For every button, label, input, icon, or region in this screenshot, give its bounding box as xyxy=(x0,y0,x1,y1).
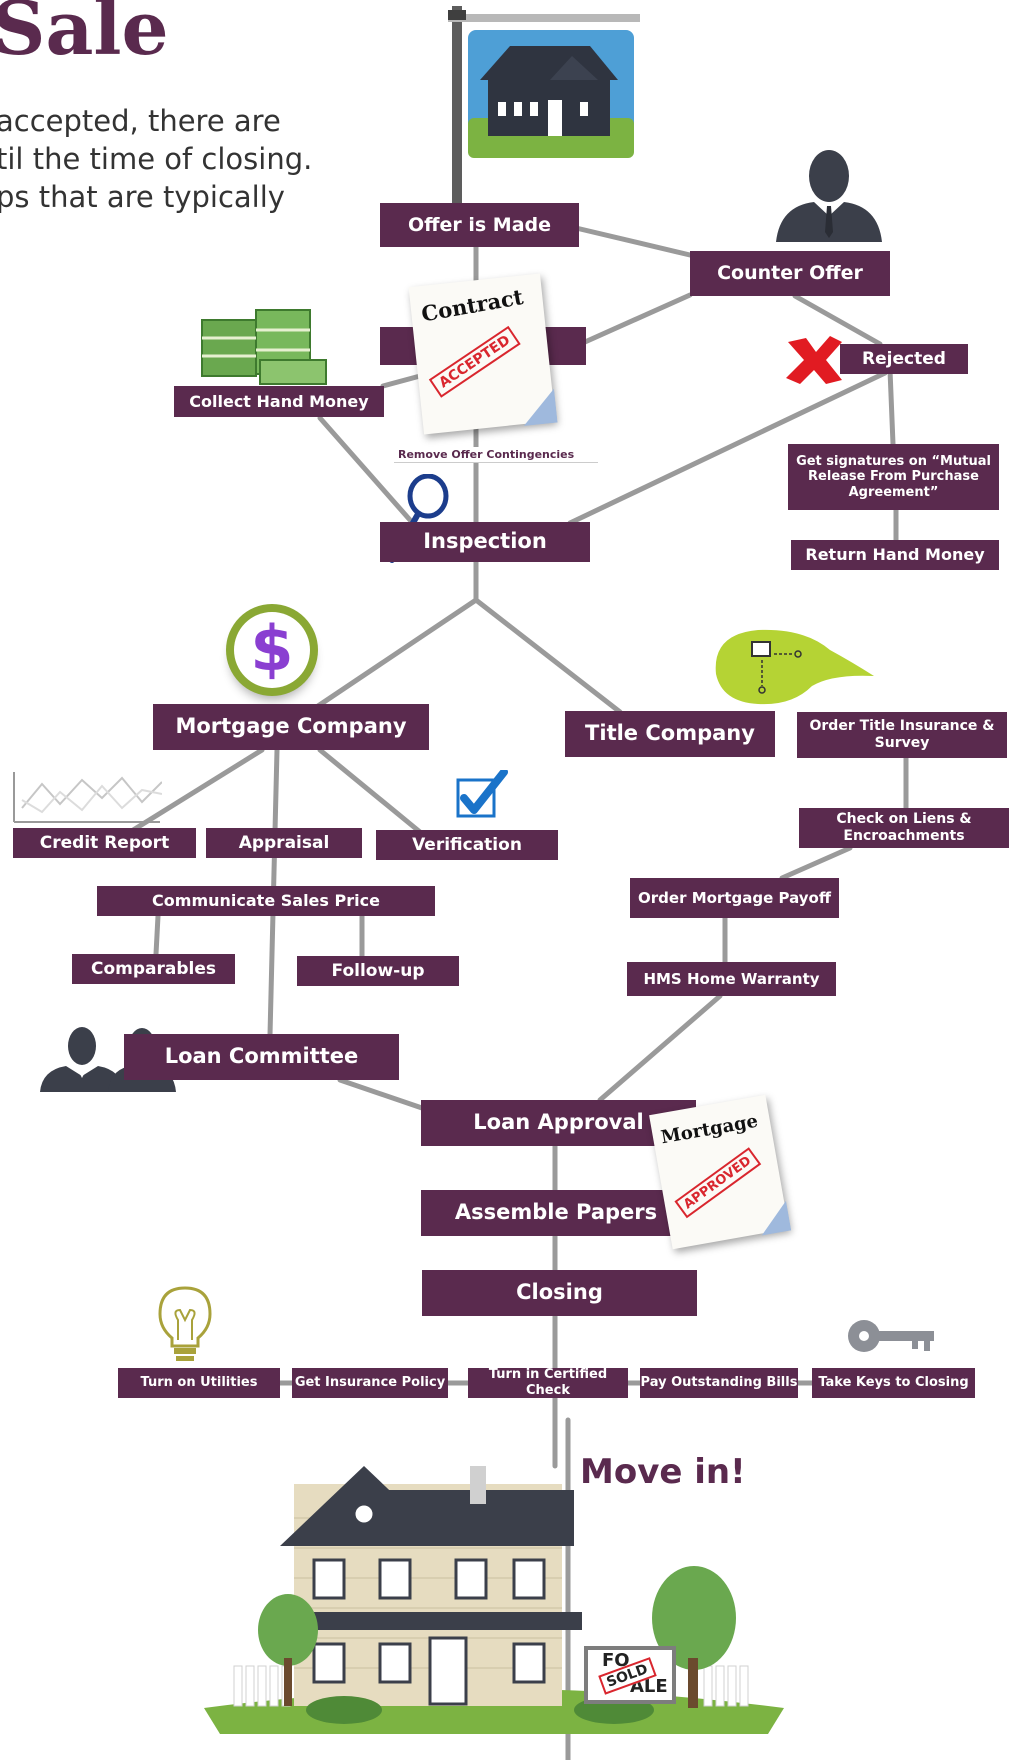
step-check-liens: Check on Liens & Encroachments xyxy=(799,808,1009,848)
accepted-stamp: ACCEPTED xyxy=(428,325,521,398)
step-turn-on-utilities: Turn on Utilities xyxy=(118,1368,280,1398)
light-bulb-icon xyxy=(158,1286,212,1361)
step-credit-report: Credit Report xyxy=(13,828,196,858)
step-mortgage-company: Mortgage Company xyxy=(153,704,429,750)
contract-title: Contract xyxy=(419,284,526,327)
intro-line: til the time of closing. xyxy=(0,142,313,176)
step-assemble-papers: Assemble Papers xyxy=(421,1190,691,1236)
remove-contingencies-label: Remove Offer Contingencies xyxy=(394,447,598,463)
for-sale-sign-icon xyxy=(448,6,640,226)
intro-line: ps that are typically xyxy=(0,180,285,214)
step-take-keys-to-closing: Take Keys to Closing xyxy=(812,1368,975,1398)
mortgage-document: Mortgage APPROVED xyxy=(649,1094,792,1250)
contract-document: Contract ACCEPTED xyxy=(408,273,558,435)
approved-stamp: APPROVED xyxy=(674,1147,761,1219)
step-collect-hand-money: Collect Hand Money xyxy=(174,386,384,417)
key-icon xyxy=(848,1320,934,1352)
dollar-symbol: $ xyxy=(250,612,294,685)
line-chart-icon xyxy=(13,772,162,823)
step-communicate-sales-price: Communicate Sales Price xyxy=(97,886,435,916)
businessman-icon xyxy=(776,150,882,242)
step-closing: Closing xyxy=(422,1270,697,1316)
step-appraisal: Appraisal xyxy=(206,828,362,858)
money-stack-icon xyxy=(201,309,327,385)
page-curl-icon xyxy=(761,1200,792,1236)
page-curl-icon xyxy=(523,388,558,427)
step-verification: Verification xyxy=(376,830,558,860)
step-counter-offer: Counter Offer xyxy=(690,251,890,296)
step-mutual-release: Get signatures on “Mutual Release From P… xyxy=(788,444,999,510)
move-in-label: Move in! xyxy=(580,1452,746,1492)
checkbox-checked-icon xyxy=(456,770,508,818)
page-title: Sale xyxy=(0,0,169,72)
house-icon xyxy=(204,1466,784,1734)
step-comparables: Comparables xyxy=(72,954,235,984)
step-follow-up: Follow-up xyxy=(297,956,459,986)
step-inspection: Inspection xyxy=(380,522,590,562)
step-order-title-insurance: Order Title Insurance & Survey xyxy=(797,712,1007,758)
step-title-company: Title Company xyxy=(565,711,775,757)
intro-text: accepted, there are til the time of clos… xyxy=(0,102,316,216)
step-hms-home-warranty: HMS Home Warranty xyxy=(627,962,836,996)
step-rejected: Rejected xyxy=(840,344,968,374)
rejected-x-icon xyxy=(786,336,842,384)
step-order-mortgage-payoff: Order Mortgage Payoff xyxy=(630,878,839,918)
step-return-hand-money: Return Hand Money xyxy=(791,540,999,570)
step-loan-committee: Loan Committee xyxy=(124,1034,399,1080)
map-location-icon xyxy=(715,629,874,705)
step-offer-made: Offer is Made xyxy=(380,203,579,247)
intro-line: accepted, there are xyxy=(0,104,281,138)
dollar-icon: $ xyxy=(226,604,318,696)
step-pay-outstanding-bills: Pay Outstanding Bills xyxy=(640,1368,798,1398)
step-turn-in-certified-check: Turn in Certified Check xyxy=(468,1367,628,1398)
step-get-insurance-policy: Get Insurance Policy xyxy=(292,1368,448,1398)
mortgage-title: Mortgage xyxy=(659,1110,760,1149)
sold-sign: FO ALE SOLD xyxy=(584,1646,676,1704)
